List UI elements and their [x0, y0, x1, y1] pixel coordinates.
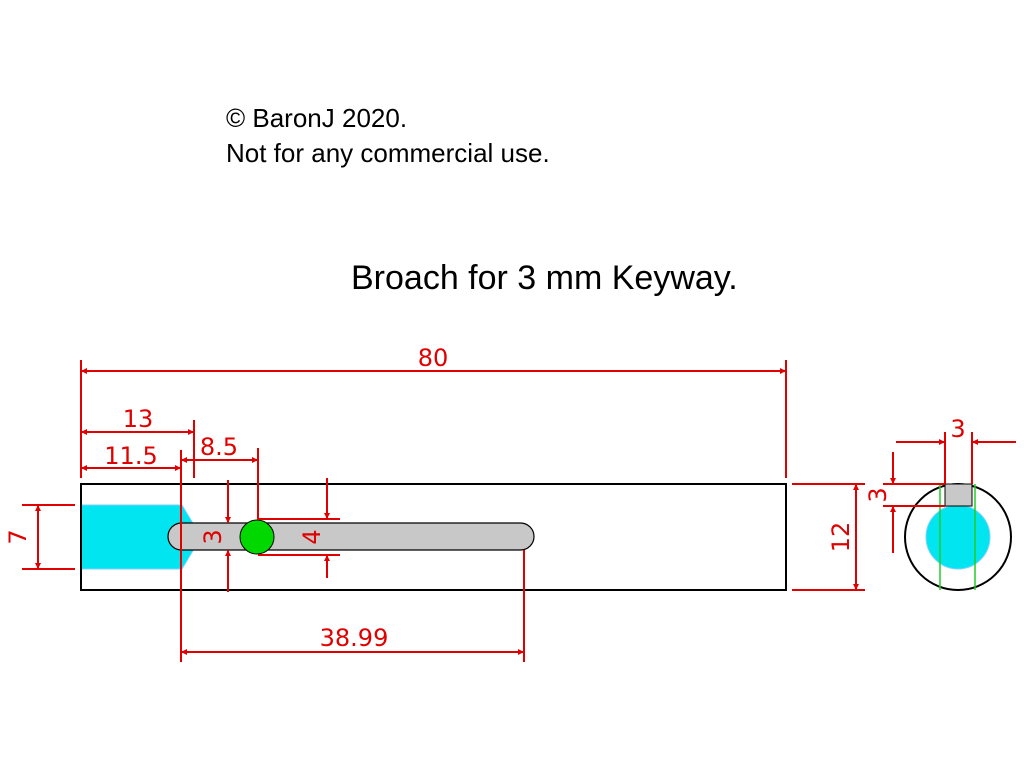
broach-bar-outline — [80, 483, 787, 591]
end-view — [904, 483, 1012, 591]
end-view-key-slot — [944, 483, 973, 507]
dim-text-7: 7 — [4, 529, 32, 544]
dim-text-12: 12 — [827, 522, 855, 553]
dim-text-13: 13 — [123, 405, 154, 433]
side-view — [80, 483, 787, 591]
usage-restriction-line: Not for any commercial use. — [226, 138, 550, 168]
copyright-line: © BaronJ 2020. — [226, 103, 408, 133]
dim-text-38-99: 38.99 — [320, 624, 389, 652]
dim-text-8-5: 8.5 — [200, 433, 238, 461]
dim-text-3-width: 3 — [950, 415, 965, 443]
drawing-title: Broach for 3 mm Keyway. — [351, 259, 738, 297]
copyright-note: © BaronJ 2020. Not for any commercial us… — [226, 101, 550, 171]
end-view-shank-circle — [925, 504, 991, 570]
dimensions — [22, 360, 1016, 662]
dim-text-11-5: 11.5 — [104, 442, 157, 470]
dim-text-3-slot: 3 — [199, 529, 227, 544]
dim-text-3-depth: 3 — [864, 487, 892, 502]
dim-text-80: 80 — [418, 344, 449, 372]
dim-text-4: 4 — [298, 529, 326, 544]
cutter-pin — [239, 519, 275, 555]
